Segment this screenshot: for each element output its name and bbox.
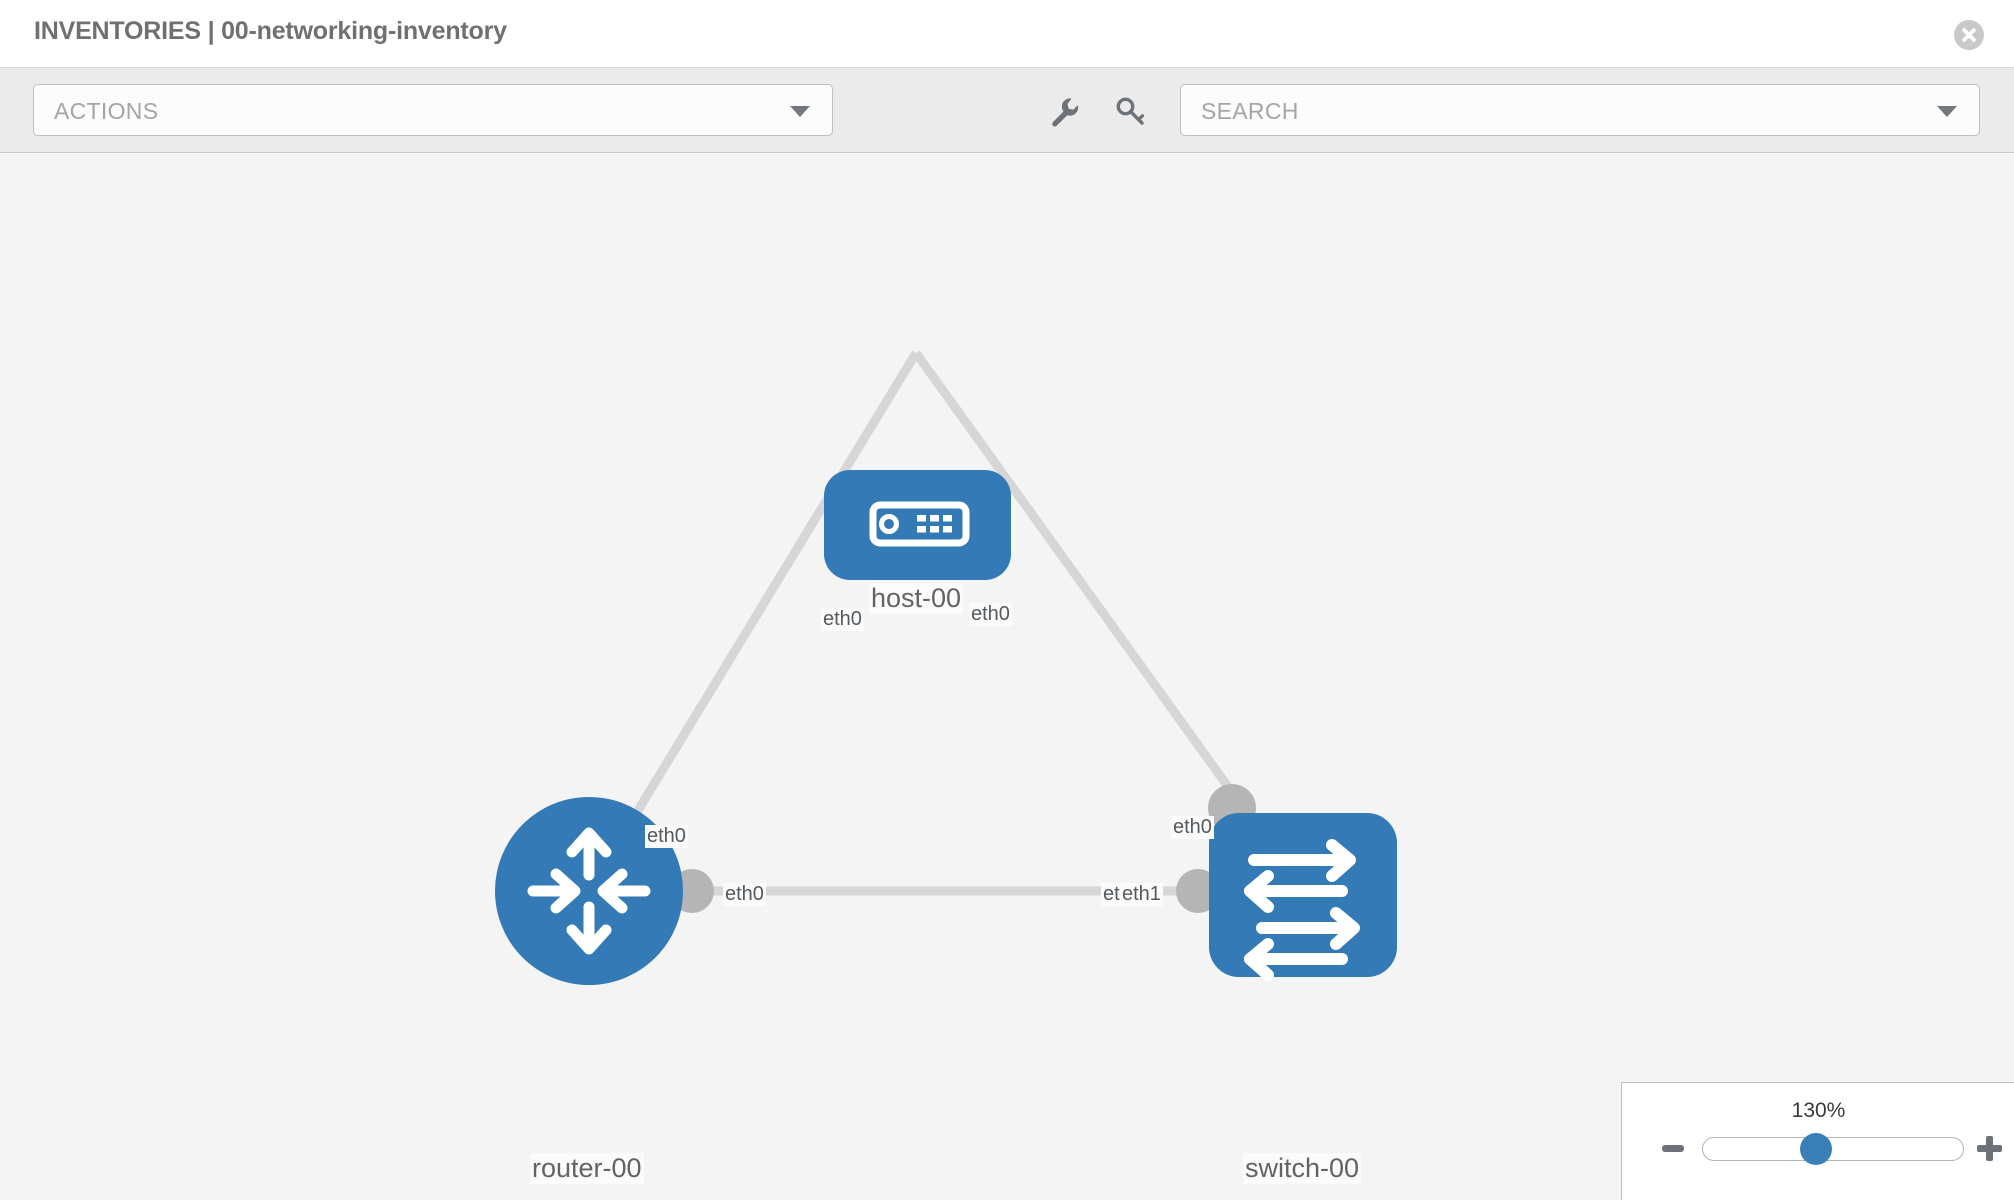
node-router-00[interactable] (495, 797, 683, 985)
wrench-icon[interactable] (1047, 94, 1081, 128)
node-switch-00[interactable] (1209, 813, 1397, 981)
chevron-down-icon[interactable] (1937, 106, 1957, 117)
page-header: INVENTORIES | 00-networking-inventory (0, 0, 2014, 68)
node-label-host: host-00 (869, 583, 964, 614)
search-placeholder-text: SEARCH (1201, 98, 1299, 124)
switch-arrows-icon (1244, 839, 1360, 981)
search-input[interactable]: SEARCH (1180, 84, 1980, 136)
node-label-router: router-00 (530, 1153, 644, 1184)
zoom-in-button-vertical-bar[interactable] (1986, 1136, 1993, 1161)
iface-label: eth1 (1120, 883, 1163, 906)
toolbar: ACTIONS SEARCH (0, 68, 2014, 153)
zoom-slider-track[interactable] (1702, 1137, 1964, 1161)
actions-dropdown-label: ACTIONS (54, 98, 159, 124)
node-host-00[interactable] (824, 470, 1011, 580)
iface-label: eth0 (821, 608, 864, 631)
zoom-out-button[interactable] (1662, 1145, 1684, 1152)
zoom-slider-handle[interactable] (1800, 1133, 1832, 1165)
router-arrows-icon (527, 827, 651, 955)
chevron-down-icon (790, 106, 810, 117)
close-icon[interactable] (1954, 20, 1984, 50)
server-icon (869, 501, 970, 547)
iface-label: eth0 (1171, 816, 1214, 839)
iface-label: eth0 (723, 883, 766, 906)
topology-canvas[interactable]: host-00 router-00 switch-00 eth0 eth0 et… (0, 153, 2014, 1200)
zoom-level-value: 130% (1791, 1099, 1846, 1122)
iface-label: eth0 (969, 603, 1012, 626)
node-label-switch: switch-00 (1243, 1153, 1362, 1184)
topology-graph (495, 350, 1397, 985)
edge-host-router (585, 350, 920, 894)
key-icon[interactable] (1113, 94, 1147, 128)
page-title: INVENTORIES | 00-networking-inventory (34, 17, 507, 45)
topology-edges (585, 350, 1307, 896)
zoom-control-panel: 130% (1621, 1082, 2014, 1200)
iface-label: eth0 (645, 825, 688, 848)
actions-dropdown[interactable]: ACTIONS (33, 84, 833, 136)
